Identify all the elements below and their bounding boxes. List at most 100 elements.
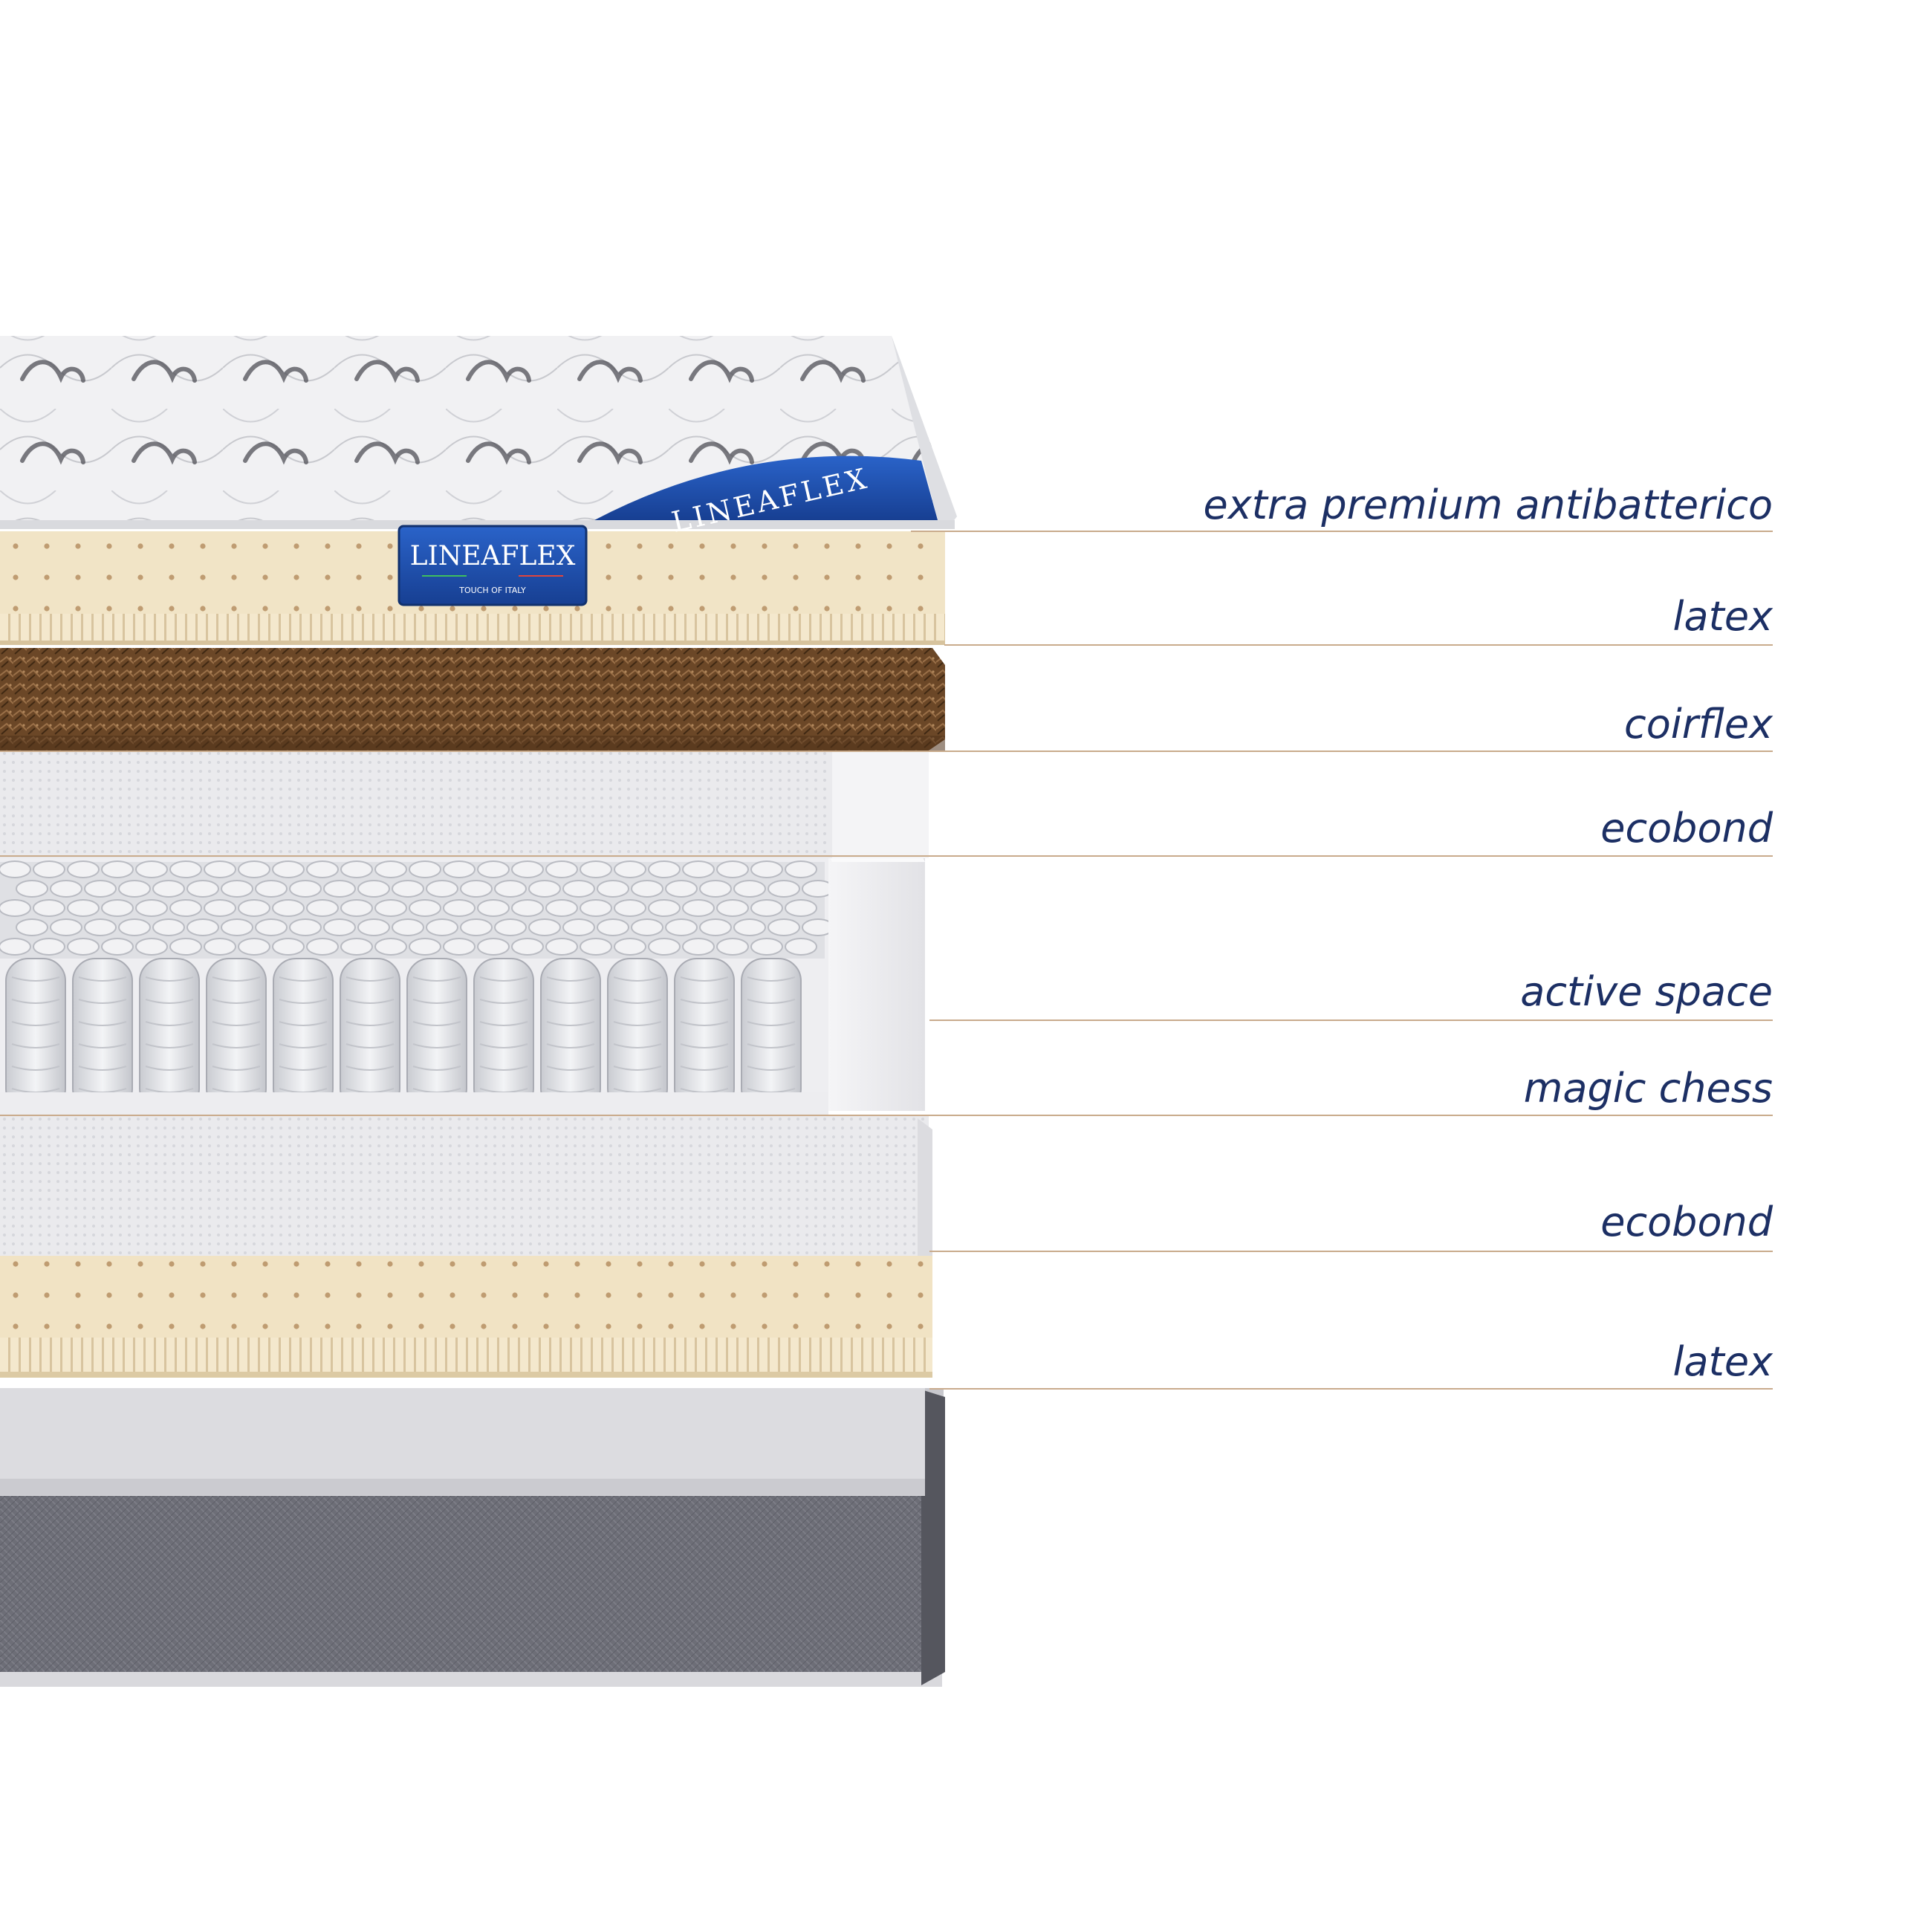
spring-cap	[785, 899, 817, 917]
spring-cap	[785, 938, 817, 956]
spring-cap	[477, 899, 510, 917]
spring-cap	[716, 899, 749, 917]
spring-cap	[374, 899, 407, 917]
spring-cap	[665, 880, 698, 898]
guide-ecobond-top	[0, 855, 1773, 857]
spring-cap	[323, 918, 356, 936]
quilted-top-cover: LINEAFLEX	[0, 336, 957, 539]
spring-cap	[614, 938, 646, 956]
spring-cap	[238, 938, 270, 956]
pocket-spring	[72, 958, 133, 1112]
spring-cap	[135, 860, 168, 878]
spring-cap	[255, 918, 288, 936]
spring-cap	[580, 899, 612, 917]
spring-cap	[409, 899, 441, 917]
spring-cap	[562, 880, 595, 898]
pocket-springs	[5, 958, 802, 1112]
label-ecobond-bottom: ecobond	[1600, 1199, 1773, 1245]
spring-cap	[272, 860, 305, 878]
spring-cap	[50, 880, 82, 898]
spring-cap	[33, 899, 65, 917]
spring-cap	[580, 860, 612, 878]
pocket-spring	[206, 958, 267, 1112]
pocket-spring	[340, 958, 400, 1112]
spring-cap	[699, 918, 732, 936]
spring-cap	[135, 899, 168, 917]
spring-cap	[169, 938, 202, 956]
spring-cap	[67, 938, 100, 956]
spring-cap	[306, 938, 339, 956]
spring-cap	[221, 918, 253, 936]
guide-extra-premium	[911, 531, 1773, 532]
label-active-space: active space	[1520, 968, 1773, 1015]
spring-cap	[511, 860, 544, 878]
spring-cap	[238, 860, 270, 878]
guide-coirflex	[0, 751, 1773, 752]
guide-magic-chess	[0, 1115, 1773, 1116]
spring-cap	[204, 938, 236, 956]
spring-cap	[733, 918, 766, 936]
spring-cap	[426, 918, 458, 936]
corner-brand-badge	[594, 456, 938, 520]
spring-cap	[169, 860, 202, 878]
spring-cap	[426, 880, 458, 898]
spring-cap	[0, 899, 31, 917]
label-coirflex: coirflex	[1624, 701, 1773, 748]
spring-cap	[750, 899, 783, 917]
spring-cap	[648, 860, 681, 878]
spring-cap	[186, 918, 219, 936]
spring-cap	[101, 899, 134, 917]
pocket-spring	[139, 958, 200, 1112]
spring-cap	[597, 918, 629, 936]
spring-cap	[477, 860, 510, 878]
spring-cap	[597, 880, 629, 898]
mattress-base	[0, 1388, 945, 1687]
spring-cap	[785, 860, 817, 878]
spring-cap	[511, 938, 544, 956]
spring-cap	[477, 938, 510, 956]
spring-cap	[204, 860, 236, 878]
spring-cap	[84, 880, 117, 898]
spring-cap	[169, 899, 202, 917]
spring-cap	[0, 860, 31, 878]
spring-cap	[67, 899, 100, 917]
spring-cap	[101, 860, 134, 878]
spring-cap	[221, 880, 253, 898]
spring-cap	[84, 918, 117, 936]
spring-cap	[648, 899, 681, 917]
guide-latex-bottom	[929, 1388, 1773, 1390]
spring-cap	[357, 918, 390, 936]
spring-cap	[392, 880, 424, 898]
label-extra-premium: extra premium antibatterico	[1203, 482, 1773, 528]
spring-cap	[255, 880, 288, 898]
spring-cap	[767, 880, 800, 898]
spring-cap	[33, 860, 65, 878]
spring-cap	[323, 880, 356, 898]
label-ecobond-top: ecobond	[1600, 805, 1773, 852]
spring-cap	[682, 860, 715, 878]
spring-cap	[494, 918, 527, 936]
spring-cap	[631, 880, 663, 898]
spring-cap	[204, 899, 236, 917]
pocket-spring	[5, 958, 66, 1112]
spring-cap	[118, 880, 151, 898]
ecobond-bottom-slab	[0, 1115, 932, 1256]
spring-cap	[409, 938, 441, 956]
spring-cap	[374, 860, 407, 878]
spring-cap	[289, 918, 322, 936]
ecobond-top-slab	[0, 751, 929, 858]
spring-cap	[238, 899, 270, 917]
spring-cap	[648, 938, 681, 956]
pocket-spring	[473, 958, 534, 1112]
spring-cap	[460, 918, 493, 936]
spring-cap	[528, 880, 561, 898]
spring-cap	[614, 860, 646, 878]
spring-cap	[443, 899, 476, 917]
coirflex-slab	[0, 648, 945, 751]
spring-cap	[409, 860, 441, 878]
spring-cap	[16, 918, 48, 936]
spring-cap	[580, 938, 612, 956]
spring-cap	[767, 918, 800, 936]
pocket-spring	[273, 958, 334, 1112]
